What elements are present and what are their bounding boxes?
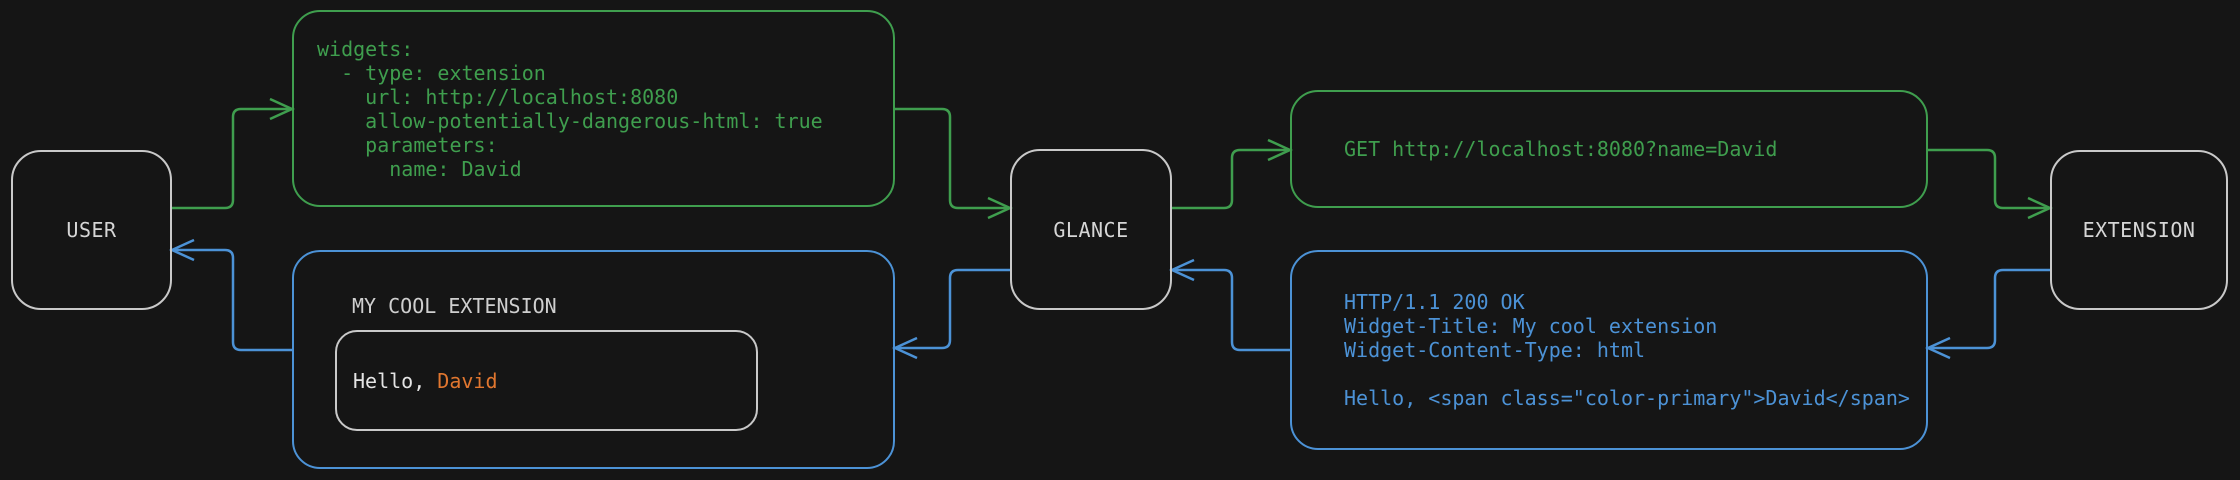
node-glance-label: GLANCE	[1053, 217, 1129, 242]
connector-response-to-glance	[1168, 258, 1290, 352]
node-user: USER	[11, 150, 172, 310]
connector-config-to-glance	[895, 107, 1014, 220]
node-glance: GLANCE	[1010, 149, 1172, 310]
node-extension: EXTENSION	[2050, 150, 2228, 310]
connector-request-to-extension	[1928, 148, 2054, 220]
http-request-box: GET http://localhost:8080?name=David	[1290, 90, 1928, 208]
http-response-box: HTTP/1.1 200 OK Widget-Title: My cool ex…	[1290, 250, 1928, 450]
greeting-prefix-text: Hello,	[353, 368, 438, 393]
widget-content-box: Hello, David	[335, 330, 758, 431]
widget-preview-title: MY COOL EXTENSION	[352, 294, 557, 318]
widget-preview-box: MY COOL EXTENSION Hello, David	[292, 250, 895, 469]
node-user-label: USER	[66, 218, 117, 242]
connector-glance-to-request	[1172, 138, 1294, 210]
connector-widget-to-user	[168, 238, 292, 352]
connector-user-to-config	[172, 97, 296, 210]
config-yaml-box: widgets: - type: extension url: http://l…	[292, 10, 895, 207]
http-request-text: GET http://localhost:8080?name=David	[1344, 137, 1778, 161]
greeting-name-text: David	[437, 368, 498, 393]
node-extension-label: EXTENSION	[2082, 218, 2196, 242]
config-yaml-code: widgets: - type: extension url: http://l…	[317, 36, 823, 181]
connector-extension-to-response	[1924, 268, 2050, 360]
http-response-text: HTTP/1.1 200 OK Widget-Title: My cool ex…	[1344, 290, 1910, 410]
connector-glance-to-widget	[891, 268, 1010, 360]
